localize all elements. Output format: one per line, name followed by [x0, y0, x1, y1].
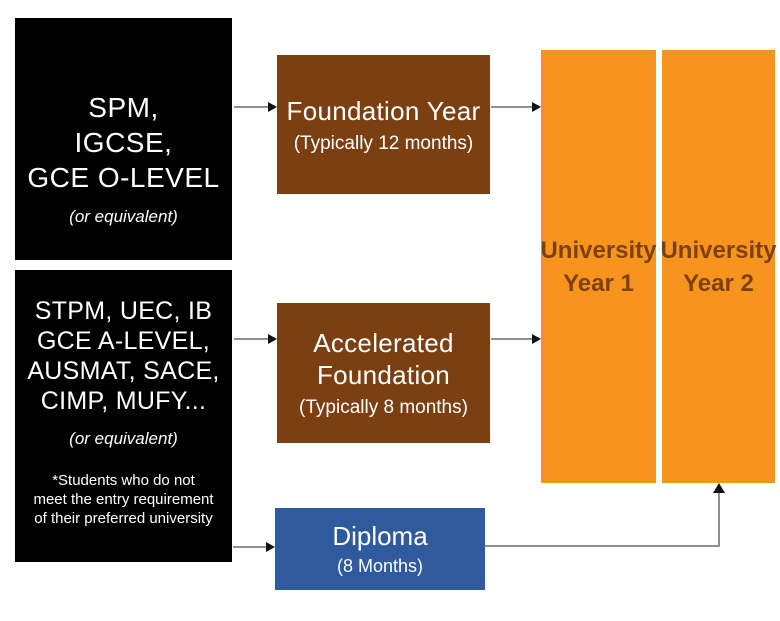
- foundation-year-title: Foundation Year: [286, 95, 481, 126]
- foundation-year-duration: (Typically 12 months): [293, 132, 474, 154]
- arrow-shaft: [234, 338, 268, 340]
- arrow-shaft: [491, 338, 532, 340]
- diploma-title: Diploma: [332, 521, 428, 551]
- arrowhead-right-icon: [532, 334, 541, 344]
- qualification-stpm-footnote: *Students who do not meet the entry requ…: [33, 471, 213, 528]
- arrow-spm-to-foundation: [234, 102, 277, 112]
- qualification-spm-note: (or equivalent): [69, 206, 178, 226]
- footnote-line: of their preferred university: [34, 510, 213, 527]
- university-year2-box: University Year 2: [660, 50, 777, 483]
- connector-vertical-segment: [718, 492, 720, 547]
- diploma-duration: (8 Months): [336, 556, 424, 576]
- diploma-box: Diploma (8 Months): [275, 508, 485, 590]
- arrowhead-right-icon: [268, 334, 277, 344]
- footnote-line: *Students who do not: [52, 472, 195, 489]
- qualification-stpm-line: GCE A-LEVEL,: [36, 327, 211, 355]
- qualification-spm-line: IGCSE,: [74, 126, 173, 158]
- university-year2-label: Year 2: [683, 269, 754, 297]
- connector-horizontal-segment: [485, 545, 719, 547]
- accelerated-foundation-box: Accelerated Foundation (Typically 8 mont…: [277, 303, 490, 443]
- arrowhead-up-icon: [713, 483, 725, 493]
- accelerated-foundation-duration: (Typically 8 months): [299, 397, 468, 418]
- qualification-stpm-line: AUSMAT, SACE,: [27, 357, 220, 385]
- qualification-stpm-line: STPM, UEC, IB: [34, 297, 213, 325]
- arrow-foundation-to-year1: [491, 102, 541, 112]
- qualification-stpm-note: (or equivalent): [69, 429, 178, 448]
- arrow-stpm-to-diploma: [233, 542, 275, 552]
- arrow-shaft: [233, 546, 266, 548]
- university-year1-label: University: [540, 236, 657, 264]
- arrowhead-right-icon: [268, 102, 277, 112]
- arrow-stpm-to-accelerated: [234, 334, 277, 344]
- arrowhead-right-icon: [266, 542, 275, 552]
- university-year2-label: University: [660, 236, 777, 264]
- footnote-line: meet the entry requirement: [33, 491, 214, 508]
- qualification-box-spm: SPM, IGCSE, GCE O-LEVEL (or equivalent): [15, 18, 232, 260]
- qualification-box-stpm: STPM, UEC, IB GCE A-LEVEL, AUSMAT, SACE,…: [15, 270, 232, 562]
- arrow-shaft: [234, 106, 268, 108]
- university-year1-label: Year 1: [563, 269, 634, 297]
- qualification-spm-line: GCE O-LEVEL: [27, 161, 220, 193]
- qualification-stpm-line: CIMP, MUFY...: [40, 387, 207, 415]
- foundation-year-box: Foundation Year (Typically 12 months): [277, 55, 490, 194]
- accelerated-foundation-title-line: Accelerated: [313, 328, 454, 358]
- accelerated-foundation-title-line: Foundation: [316, 360, 451, 390]
- qualification-spm-line: SPM,: [88, 91, 159, 123]
- university-year1-box: University Year 1: [540, 50, 657, 483]
- arrow-accelerated-to-year1: [491, 334, 541, 344]
- arrow-shaft: [491, 106, 532, 108]
- arrowhead-right-icon: [532, 102, 541, 112]
